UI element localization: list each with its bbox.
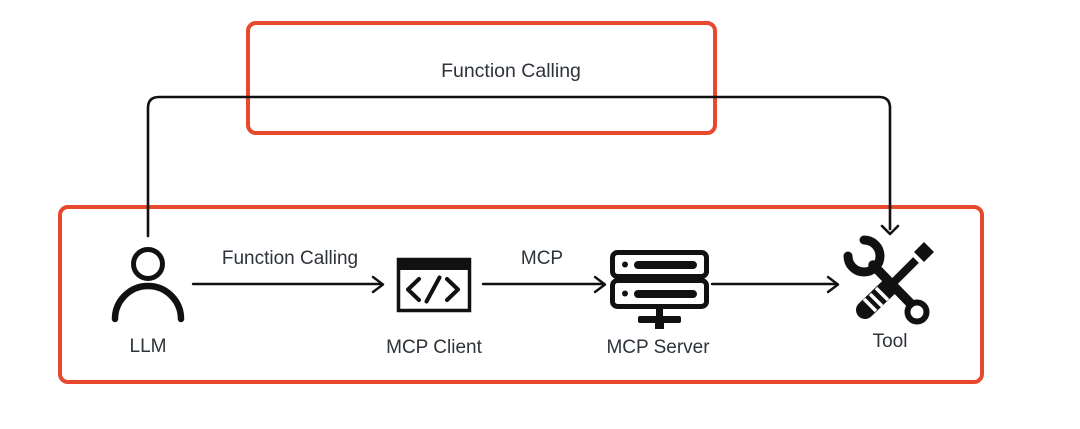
- edge-llm-client-label: Function Calling: [221, 248, 359, 269]
- node-label-mcp-server: MCP Server: [606, 337, 710, 358]
- tools-icon: [843, 235, 934, 325]
- loop-arrowhead-down-icon: [880, 224, 900, 236]
- edge-server-tool-arrowhead-icon: [826, 275, 840, 294]
- node-label-llm: LLM: [129, 336, 167, 357]
- loop-box-label: Function Calling: [441, 60, 581, 82]
- edge-client-server-label: MCP: [520, 248, 564, 269]
- server-icon: [610, 250, 709, 329]
- loop-connector-line: [146, 95, 892, 238]
- node-label-mcp-client: MCP Client: [386, 337, 482, 358]
- mcp-pipeline-box: [58, 205, 984, 384]
- code-window-icon: [396, 257, 472, 313]
- person-icon: [111, 247, 185, 323]
- edge-llm-client-arrowhead-icon: [371, 275, 385, 294]
- node-label-tool: Tool: [872, 331, 908, 352]
- function-calling-loop-box: [246, 21, 717, 135]
- edge-client-server-arrowhead-icon: [593, 275, 607, 294]
